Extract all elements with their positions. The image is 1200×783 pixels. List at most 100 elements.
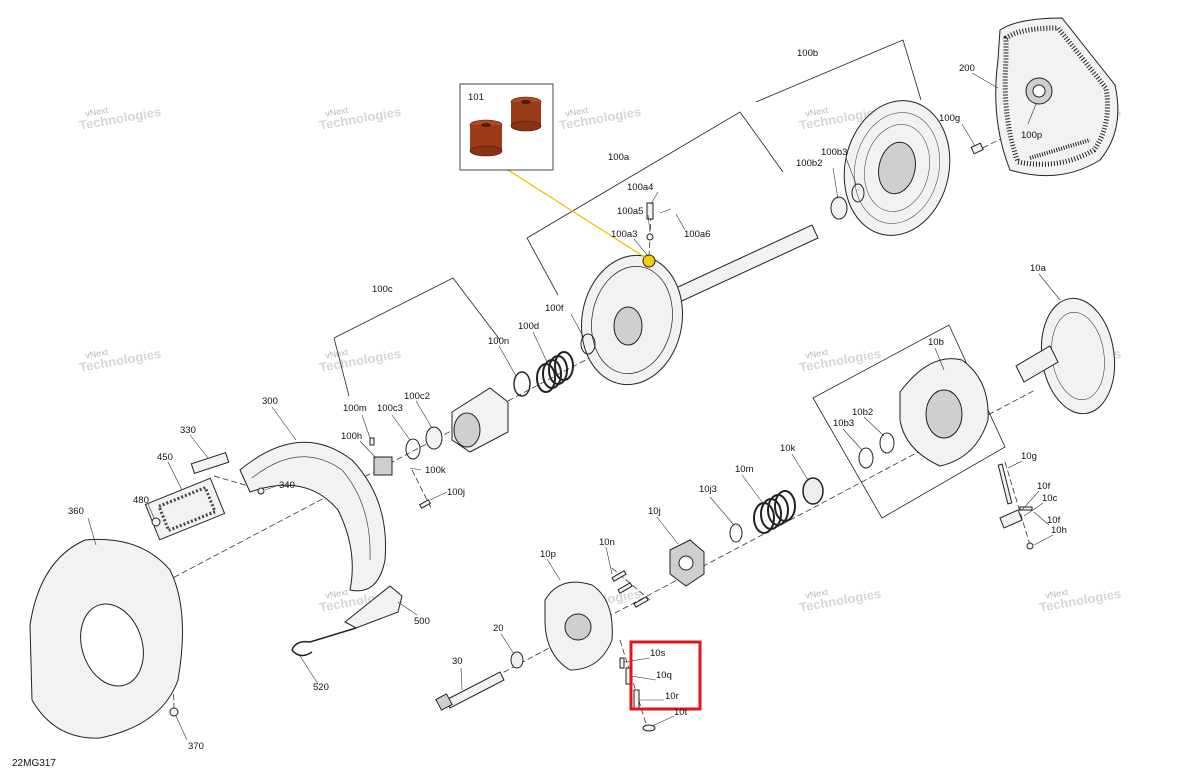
part-370-fastener [169, 707, 179, 717]
callout-100b2: 100b2 [796, 158, 822, 169]
callout-10h: 10h [1051, 525, 1067, 536]
part-10r-roller [633, 689, 640, 709]
callout-10q: 10q [656, 670, 672, 681]
part-100j-screw [418, 499, 432, 509]
callout-100k: 100k [425, 465, 446, 476]
svg-text:vNext: vNext [324, 587, 349, 601]
part-100h-bracket [373, 456, 393, 476]
bracket-100a-left [526, 237, 559, 296]
part-450-grille [156, 485, 218, 533]
part-10n-pin [611, 570, 627, 582]
part-100a-hub [613, 306, 643, 346]
callout-100j: 100j [447, 487, 465, 498]
callout-200: 200 [959, 63, 975, 74]
part-100d-spring [536, 351, 574, 393]
axis-10s-10t [619, 639, 649, 731]
callout-100c: 100c [372, 284, 393, 295]
callout-10m: 10m [735, 464, 754, 475]
part-10j-bore [678, 555, 694, 571]
svg-text:vNext: vNext [804, 105, 829, 119]
part-330-strip [190, 452, 230, 474]
part-10f-pin [1019, 506, 1033, 511]
part-10n-pin [617, 582, 633, 594]
callout-10b: 10b [928, 337, 944, 348]
callout-520: 520 [313, 682, 329, 693]
part-300-rib [251, 456, 371, 561]
callout-10b2: 10b2 [852, 407, 873, 418]
callout-100b3: 100b3 [821, 147, 847, 158]
axis-10n [611, 567, 651, 601]
part-10b-hub [925, 389, 963, 439]
parts [29, 17, 1119, 739]
callout-100a6: 100a6 [684, 229, 710, 240]
part-100b2-bushing [830, 196, 848, 220]
bracket-100c [333, 277, 501, 341]
watermark: Technologies vNext [318, 104, 402, 133]
part-520-clip [291, 627, 357, 651]
part-100a4-bolt [646, 202, 654, 220]
part-10s-pin [619, 657, 625, 669]
callout-10j3: 10j3 [699, 484, 717, 495]
part-520-clip-end [291, 649, 313, 657]
callout-10p: 10p [540, 549, 556, 560]
callout-100h: 100h [341, 431, 362, 442]
callout-10r: 10r [665, 691, 679, 702]
watermark: Technologies vNext [78, 104, 162, 133]
inset-101: 101 [459, 83, 554, 171]
part-10h-clip [1026, 542, 1034, 550]
callout-10a: 10a [1030, 263, 1047, 274]
part-100b-ring [864, 124, 930, 212]
callout-100n: 100n [488, 336, 509, 347]
callout-10b3: 10b3 [833, 418, 854, 429]
part-100c3-ring [405, 438, 421, 460]
callout-10f: 10f [1037, 481, 1051, 492]
part-100g-screw [970, 142, 984, 155]
part-10c-link [999, 509, 1023, 529]
part-30-bolt [445, 671, 505, 709]
part-100f-ring [580, 333, 596, 355]
callout-450: 450 [157, 452, 173, 463]
callout-340: 340 [279, 480, 295, 491]
svg-text:vNext: vNext [1044, 587, 1069, 601]
svg-text:vNext: vNext [84, 347, 109, 361]
callout-100c3: 100c3 [377, 403, 403, 414]
callout-10c: 10c [1042, 493, 1058, 504]
callout-10k: 10k [780, 443, 796, 454]
svg-text:vNext: vNext [324, 347, 349, 361]
callout-100f: 100f [545, 303, 564, 314]
part-100p-bore [1032, 84, 1046, 98]
watermark: Technologies vNext [798, 346, 882, 375]
callout-370: 370 [188, 741, 204, 752]
bracket-100a [526, 111, 784, 239]
callout-10s: 10s [650, 648, 666, 659]
callout-10g: 10g [1021, 451, 1037, 462]
svg-text:vNext: vNext [564, 105, 589, 119]
part-100c2-bushing [425, 426, 443, 450]
watermark: Technologies vNext [558, 104, 642, 133]
part-500-bracket [344, 585, 403, 629]
bracket-10b [812, 324, 1006, 519]
callout-10n: 10n [599, 537, 615, 548]
callout-100a5: 100a5 [617, 206, 643, 217]
part-30-head [435, 693, 453, 711]
callout-360: 360 [68, 506, 84, 517]
watermark: Technologies vNext [1038, 586, 1122, 615]
part-360-opening [80, 603, 144, 687]
part-100b3-ring [851, 183, 865, 203]
part-200-scale [1029, 138, 1091, 160]
svg-text:vNext: vNext [324, 105, 349, 119]
bracket-100b [755, 39, 922, 103]
callout-10t: 10t [674, 707, 688, 718]
part-10b2-bushing [879, 432, 895, 454]
callout-100m: 100m [343, 403, 367, 414]
part-100a5-washer [646, 233, 654, 241]
callout-100d: 100d [518, 321, 539, 332]
assembly-brackets [333, 39, 1006, 519]
part-100c-hub [453, 412, 481, 448]
callout-30: 30 [452, 656, 463, 667]
callout-480: 480 [133, 495, 149, 506]
spacer-101a [510, 96, 542, 132]
watermark: Technologies vNext [798, 586, 882, 615]
callout-100p: 100p [1021, 130, 1042, 141]
